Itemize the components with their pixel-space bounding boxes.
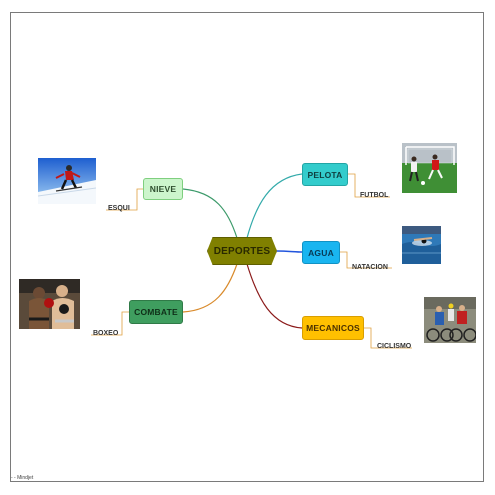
footer-credit: - - Mindjet [11,475,34,481]
link-agua [276,250,303,253]
central-topic-label: DEPORTES [213,245,271,257]
link-mecanicos [246,263,303,329]
soccer-photo [402,143,457,193]
central-topic[interactable]: DEPORTES [207,237,277,265]
link-esqui [106,188,143,211]
cycling-photo [424,297,476,343]
boxing-photo [19,279,80,329]
link-pelota [246,173,303,239]
topic-agua[interactable]: AGUA [302,241,340,264]
topic-combate-label: COMBATE [134,307,178,317]
link-futbol [348,173,390,198]
link-boxeo [91,311,129,336]
subtopic-ciclismo[interactable]: CICLISMO [377,343,412,350]
topic-pelota-label: PELOTA [307,169,343,180]
subtopic-esqui[interactable]: ESQUI [108,205,130,212]
topic-agua-label: AGUA [308,247,334,258]
topic-nieve-label: NIEVE [149,184,177,194]
topic-pelota[interactable]: PELOTA [302,163,348,186]
link-nieve [182,188,238,239]
link-ciclismo [364,327,412,349]
topic-mecanicos-label: MECANICOS [306,323,360,333]
link-natacion [340,251,392,269]
swimming-photo [402,226,441,264]
skier-photo [38,158,96,204]
subtopic-futbol[interactable]: FUTBOL [360,192,389,199]
topic-combate[interactable]: COMBATE [129,300,183,324]
subtopic-boxeo[interactable]: BOXEO [93,330,119,337]
topic-mecanicos[interactable]: MECANICOS [302,316,364,340]
link-combate [182,263,238,313]
topic-nieve[interactable]: NIEVE [143,178,183,200]
subtopic-natacion[interactable]: NATACION [352,264,388,271]
